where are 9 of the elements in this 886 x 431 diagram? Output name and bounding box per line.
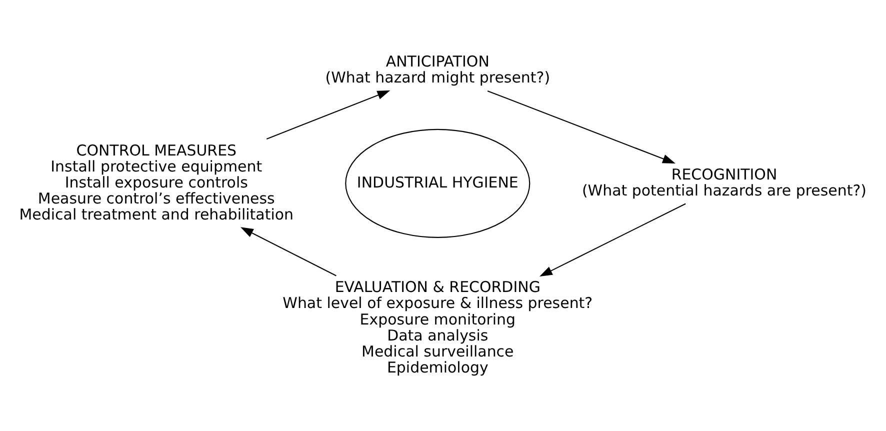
node-text: ANTICIPATION (What hazard might present?) — [325, 52, 550, 87]
arrow — [266, 90, 390, 140]
arrow — [487, 90, 676, 164]
node-ellipse: INDUSTRIAL HYGIENE — [345, 128, 530, 238]
node-text: RECOGNITION (What potential hazards are present?) — [582, 165, 867, 200]
node-text: EVALUATION & RECORDING What level of exposure & illness present? Exposure monitoring Data analysis Medical surveillance Epidemiology — [282, 278, 593, 376]
arrow — [539, 203, 686, 277]
arrow — [240, 227, 336, 276]
node-text: CONTROL MEASURES Install protective equipment Install exposure controls Measure control’s effectiveness Medical treatment and rehabilitation — [19, 141, 294, 224]
